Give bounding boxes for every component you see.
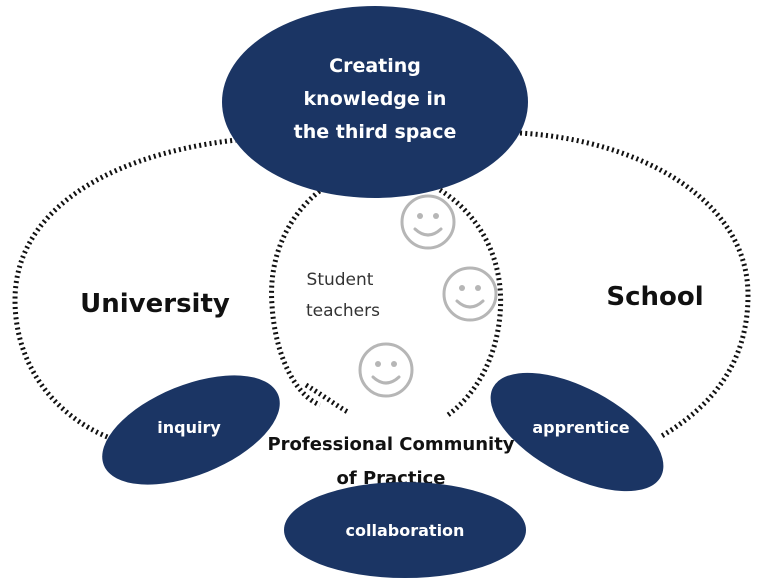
student-teachers-line-1: Student: [307, 270, 374, 290]
inquiry-label: inquiry: [157, 418, 221, 437]
collaboration-pill: [284, 482, 526, 578]
university-label: University: [80, 289, 230, 319]
top-node-line-2: knowledge in: [304, 88, 447, 110]
smiley-icon: [442, 266, 498, 322]
student-teachers-circle: [269, 182, 330, 408]
smiley-icon: [400, 194, 456, 250]
smiley-icon: [358, 342, 414, 398]
inquiry-pill: [102, 375, 280, 485]
university-circle: [12, 135, 259, 443]
apprentice-pill: [490, 372, 664, 492]
school-label: School: [606, 282, 703, 312]
apprentice-label: apprentice: [532, 418, 629, 437]
top-node: [222, 6, 528, 198]
top-node-line-1: Creating: [329, 55, 421, 77]
collaboration-label: collaboration: [346, 521, 465, 540]
student-teachers-line-2: teachers: [306, 301, 380, 321]
school-circle: [519, 130, 751, 440]
student-teachers-circle-right: [438, 187, 504, 418]
student-teachers-circle-bottom: [304, 382, 350, 415]
pcop-line-1: Professional Community: [267, 434, 514, 455]
top-node-line-3: the third space: [294, 121, 457, 143]
